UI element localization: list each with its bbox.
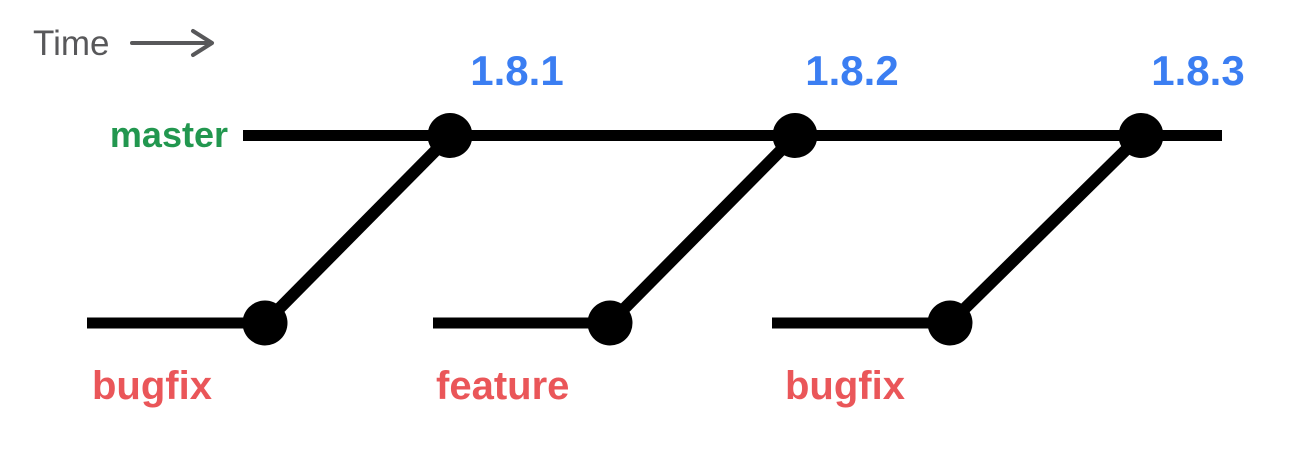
merge-line-bugfix-2-to-1.8.3 <box>945 131 1145 328</box>
commit-dot-bugfix-1 <box>242 300 288 346</box>
release-tag-2: 1.8.2 <box>805 47 898 94</box>
topic-branch-label-feature: feature <box>436 364 569 408</box>
master-branch-label: master <box>110 114 228 155</box>
merge-line-feature-to-1.8.2 <box>605 131 800 328</box>
time-label: Time <box>33 24 109 63</box>
release-tag-3: 1.8.3 <box>1151 47 1244 94</box>
time-legend: Time <box>33 24 214 63</box>
release-tag-1: 1.8.1 <box>470 47 563 94</box>
commit-dot-bugfix-2 <box>927 300 973 346</box>
commit-dot-master-1.8.1 <box>427 113 473 158</box>
commit-dot-feature <box>587 300 633 346</box>
time-arrow-head <box>191 29 214 57</box>
merge-line-bugfix-1-to-1.8.1 <box>260 131 455 328</box>
topic-branch-label-bugfix-2: bugfix <box>785 364 905 408</box>
time-arrow-icon <box>130 29 214 57</box>
commit-dot-master-1.8.3 <box>1118 113 1164 158</box>
topic-branch-label-bugfix-1: bugfix <box>92 364 212 408</box>
commit-dot-master-1.8.2 <box>772 113 818 158</box>
